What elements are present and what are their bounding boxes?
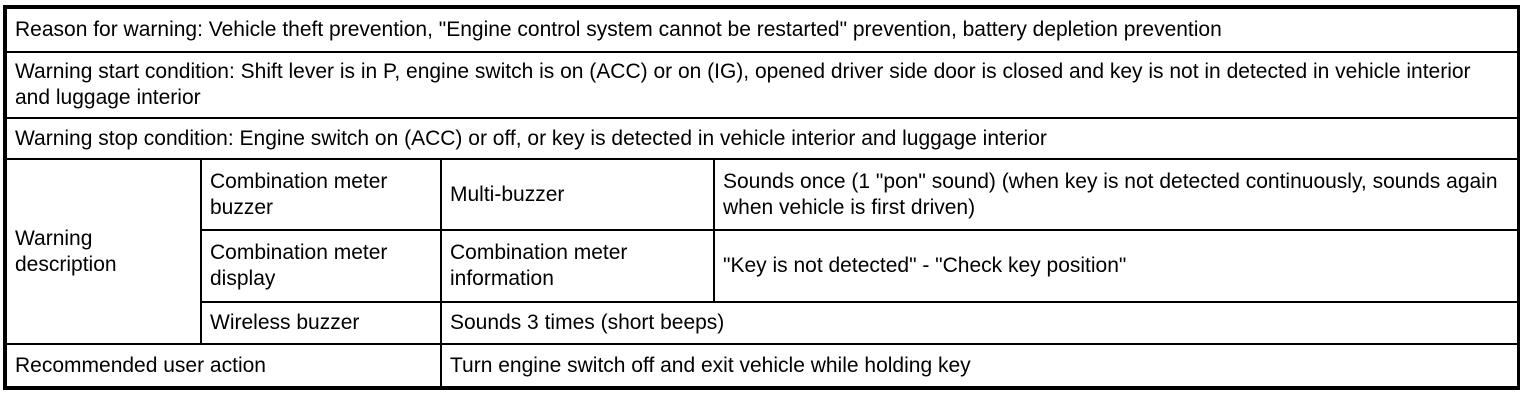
warning-info-table: Reason for warning: Vehicle theft preven… (3, 5, 1520, 390)
table-row-description-buzzer: Warning description Combination meter bu… (4, 158, 1520, 345)
table-row-description-display: Combination meter display Combination me… (5, 229, 1520, 303)
device-cell-combination-meter-display: Combination meter display (200, 229, 442, 303)
device-cell-combination-meter-buzzer: Combination meter buzzer (200, 158, 442, 231)
table-row-reason: Reason for warning: Vehicle theft preven… (3, 6, 1520, 53)
warning-description-label-cell: Warning description (4, 158, 202, 345)
table-row-start-condition: Warning start condition: Shift lever is … (3, 51, 1520, 119)
table-row-description-wireless: Wireless buzzer Sounds 3 times (short be… (5, 301, 1520, 345)
recommended-action-label-cell: Recommended user action (4, 343, 442, 389)
mode-cell-multi-buzzer: Multi-buzzer (440, 158, 715, 231)
device-cell-wireless-buzzer: Wireless buzzer (200, 301, 442, 345)
behavior-cell-key-messages: "Key is not detected" - "Check key posit… (712, 229, 1520, 303)
warning-stop-condition-cell: Warning stop condition: Engine switch on… (3, 117, 1520, 160)
recommended-action-value-cell: Turn engine switch off and exit vehicle … (439, 343, 1520, 389)
table-row-recommended-action: Recommended user action Turn engine swit… (4, 343, 1520, 389)
reason-for-warning-cell: Reason for warning: Vehicle theft preven… (3, 6, 1520, 53)
warning-start-condition-cell: Warning start condition: Shift lever is … (3, 51, 1520, 119)
behavior-cell-sounds-3-times: Sounds 3 times (short beeps) (439, 301, 1520, 345)
mode-cell-combination-meter-information: Combination meter information (440, 229, 715, 303)
behavior-cell-sounds-once: Sounds once (1 "pon" sound) (when key is… (712, 158, 1520, 231)
table-row-stop-condition: Warning stop condition: Engine switch on… (3, 117, 1520, 160)
